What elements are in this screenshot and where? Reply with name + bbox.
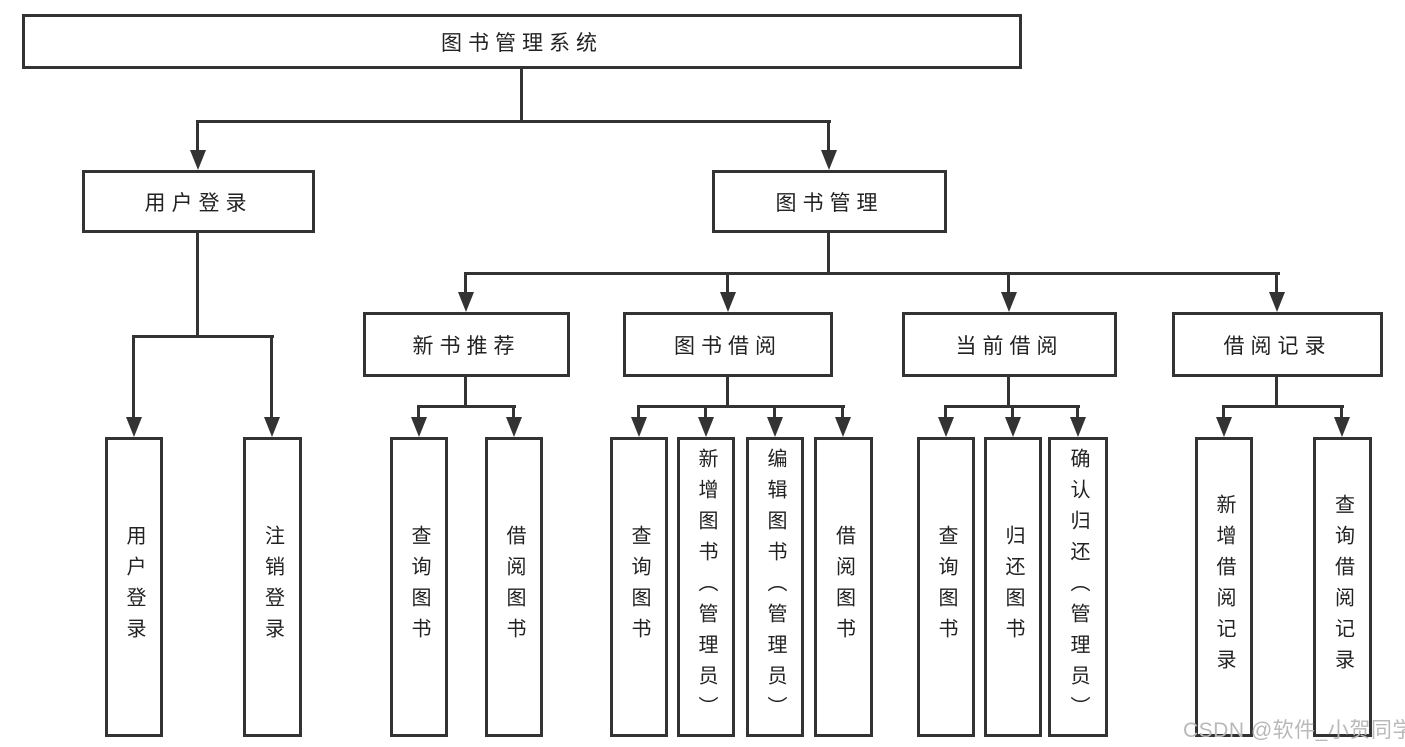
node-book-borrow: 图书借阅 — [623, 312, 833, 377]
connector-stem-leaf — [704, 405, 707, 419]
arrowhead-down-icon — [938, 417, 954, 437]
leaf-add-borrow-record: 新增借阅记录 — [1195, 437, 1253, 737]
leaf-add-book-admin: 新增图书（管理员） — [677, 437, 735, 737]
connector-stem-user-login — [196, 120, 199, 152]
arrowhead-down-icon — [1001, 292, 1017, 312]
connector-stem-newbook — [464, 272, 467, 294]
connector-stem-borrowrecords — [1275, 272, 1278, 294]
leaf-query-books-2: 查询图书 — [610, 437, 668, 737]
arrowhead-down-icon — [1216, 417, 1232, 437]
connector-stem-leaf — [944, 405, 947, 419]
leaf-user-login: 用户登录 — [105, 437, 163, 737]
leaf-query-borrow-record: 查询借阅记录 — [1313, 437, 1372, 737]
leaf-return-book: 归还图书 — [984, 437, 1042, 737]
connector-stem-leaf — [1222, 405, 1225, 419]
connector-stem-leaf — [773, 405, 776, 419]
connector-borrowrecords-split — [1222, 405, 1344, 408]
arrowhead-down-icon — [698, 417, 714, 437]
node-new-book-rec: 新书推荐 — [363, 312, 570, 377]
node-borrow-records: 借阅记录 — [1172, 312, 1383, 377]
connector-newbook-stem — [464, 377, 467, 408]
arrowhead-down-icon — [411, 417, 427, 437]
connector-root-stem — [520, 66, 523, 122]
connector-bookmgmt-stem — [827, 233, 830, 275]
arrowhead-down-icon — [767, 417, 783, 437]
connector-stem-leaf — [270, 335, 273, 419]
connector-root-split — [197, 120, 831, 123]
connector-stem-leaf — [637, 405, 640, 419]
arrowhead-down-icon — [264, 417, 280, 437]
node-user-login: 用户登录 — [82, 170, 315, 233]
node-book-mgmt: 图书管理 — [712, 170, 947, 233]
connector-stem-leaf — [1011, 405, 1014, 419]
node-root: 图书管理系统 — [22, 14, 1022, 69]
arrowhead-down-icon — [1269, 292, 1285, 312]
leaf-borrow-books-2: 借阅图书 — [814, 437, 873, 737]
leaf-query-books-1: 查询图书 — [390, 437, 448, 737]
arrowhead-down-icon — [190, 150, 206, 170]
leaf-borrow-books-1: 借阅图书 — [485, 437, 543, 737]
arrowhead-down-icon — [821, 150, 837, 170]
connector-stem-leaf — [132, 335, 135, 419]
connector-bookborrow-stem2 — [726, 377, 729, 408]
leaf-confirm-return-admin: 确认归还（管理员） — [1048, 437, 1108, 737]
arrowhead-down-icon — [126, 417, 142, 437]
arrowhead-down-icon — [458, 292, 474, 312]
connector-stem-leaf — [1340, 405, 1343, 419]
watermark-text: CSDN @软件_小贺同学 — [1183, 719, 1405, 742]
arrowhead-down-icon — [506, 417, 522, 437]
connector-stem-leaf — [1076, 405, 1079, 419]
connector-userlogin-stem — [196, 233, 199, 338]
arrowhead-down-icon — [1005, 417, 1021, 437]
leaf-edit-book-admin: 编辑图书（管理员） — [746, 437, 804, 737]
connector-userlogin-split — [132, 335, 274, 338]
leaf-logout: 注销登录 — [243, 437, 302, 737]
arrowhead-down-icon — [1070, 417, 1086, 437]
arrowhead-down-icon — [631, 417, 647, 437]
connector-stem-currentborrow — [1007, 272, 1010, 294]
connector-newbook-split — [417, 405, 516, 408]
connector-stem-bookborrow — [726, 272, 729, 294]
node-current-borrow: 当前借阅 — [902, 312, 1117, 377]
connector-stem-book-mgmt — [827, 120, 830, 152]
arrowhead-down-icon — [835, 417, 851, 437]
connector-bookmgmt-split — [464, 272, 1280, 275]
connector-borrowrecords-stem2 — [1275, 377, 1278, 408]
connector-currentborrow-stem2 — [1007, 377, 1010, 408]
connector-stem-leaf — [417, 405, 420, 419]
connector-stem-leaf — [841, 405, 844, 419]
leaf-query-books-3: 查询图书 — [917, 437, 975, 737]
arrowhead-down-icon — [1334, 417, 1350, 437]
connector-bookborrow-split — [637, 405, 845, 408]
connector-stem-leaf — [512, 405, 515, 419]
arrowhead-down-icon — [720, 292, 736, 312]
